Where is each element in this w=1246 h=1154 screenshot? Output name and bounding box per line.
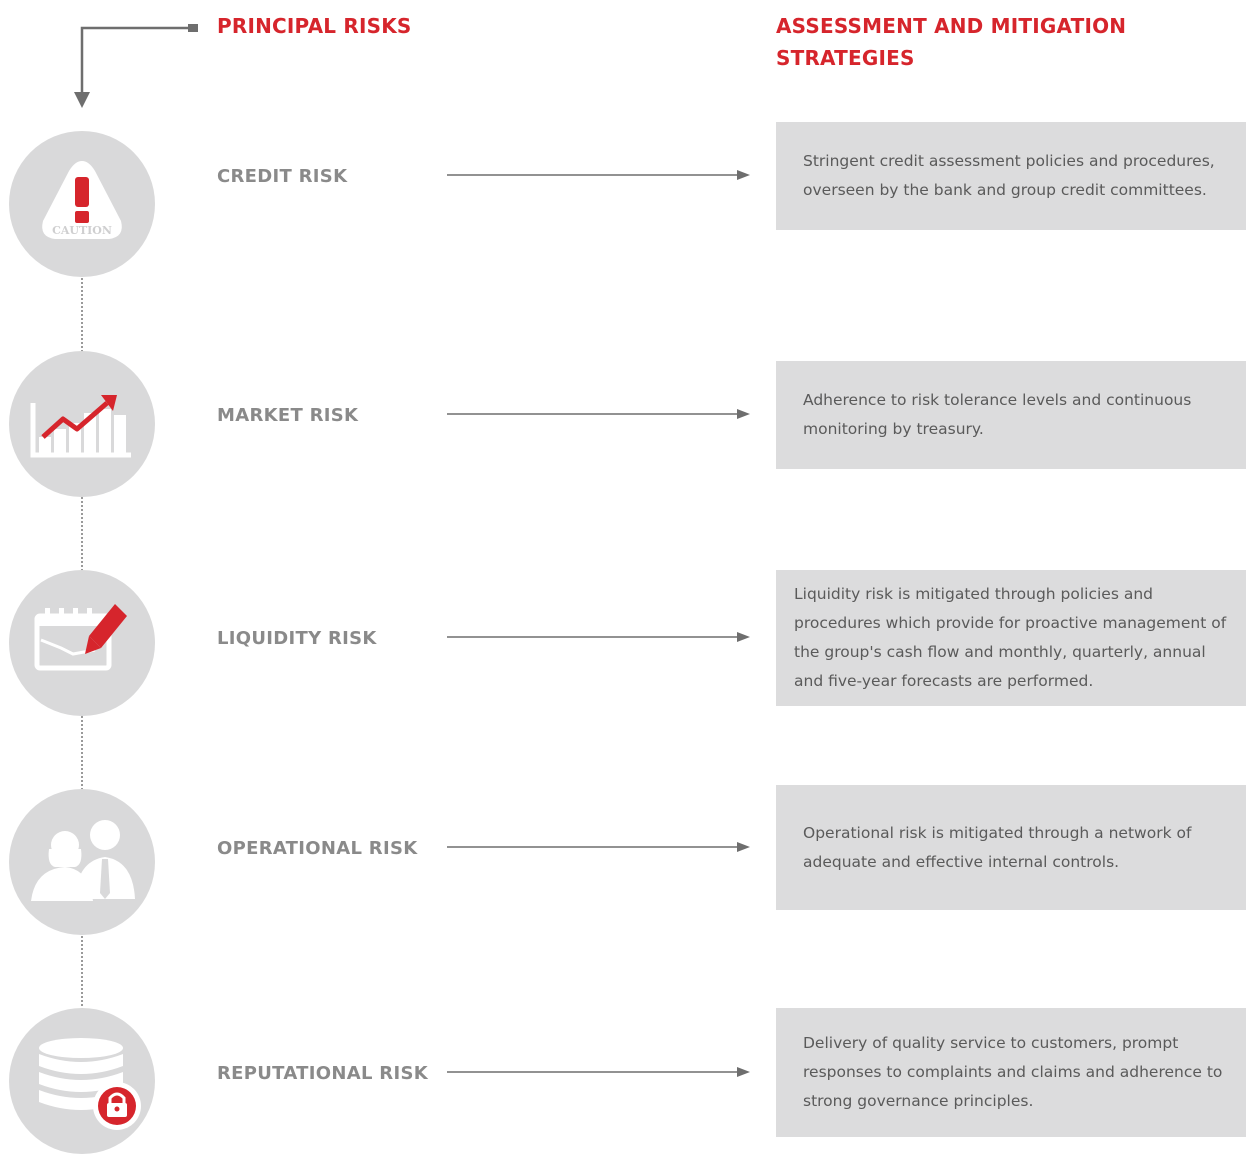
liquidity-risk-mitigation-text: Liquidity risk is mitigated through poli… <box>794 585 1227 690</box>
operational-risk-mitigation: Operational risk is mitigated through a … <box>776 785 1246 910</box>
credit-risk-mitigation: Stringent credit assessment policies and… <box>776 122 1246 230</box>
principal-risks-heading: PRINCIPAL RISKS <box>217 14 412 38</box>
arrow-right-icon <box>447 1067 750 1077</box>
dotted-connector <box>81 497 83 571</box>
database-lock-icon <box>39 1038 141 1130</box>
credit-risk-mitigation-text: Stringent credit assessment policies and… <box>803 152 1215 199</box>
arrow-right-icon <box>447 842 750 852</box>
rising-chart-icon <box>30 395 131 458</box>
reputational-risk-mitigation-text: Delivery of quality service to customers… <box>803 1034 1223 1110</box>
liquidity-risk-icon-circle <box>9 570 155 716</box>
arrow-right-icon <box>447 632 750 642</box>
market-risk-icon-circle <box>9 351 155 497</box>
reputational-risk-label: REPUTATIONAL RISK <box>217 1063 428 1084</box>
dotted-connector <box>81 716 83 790</box>
assessment-heading: ASSESSMENT AND MITIGATION STRATEGIES <box>776 14 1127 70</box>
dotted-connector <box>81 936 83 1010</box>
dotted-connector <box>81 278 83 352</box>
liquidity-risk-label: LIQUIDITY RISK <box>217 628 377 649</box>
connector-arrow <box>74 24 198 108</box>
market-risk-mitigation: Adherence to risk tolerance levels and c… <box>776 361 1246 469</box>
reputational-risk-mitigation: Delivery of quality service to customers… <box>776 1008 1246 1137</box>
reputational-risk-icon-circle <box>9 1008 155 1154</box>
caution-sign-icon: CAUTION <box>42 161 122 239</box>
operational-risk-label: OPERATIONAL RISK <box>217 838 418 859</box>
caution-icon-text: CAUTION <box>52 224 112 237</box>
arrow-right-icon <box>447 409 750 419</box>
credit-risk-label: CREDIT RISK <box>217 166 348 187</box>
market-risk-mitigation-text: Adherence to risk tolerance levels and c… <box>803 391 1192 438</box>
market-risk-label: MARKET RISK <box>217 405 359 426</box>
operational-risk-mitigation-text: Operational risk is mitigated through a … <box>803 823 1192 871</box>
operational-risk-icon-circle <box>9 789 155 935</box>
calendar-pen-icon <box>34 604 127 671</box>
arrow-right-icon <box>447 170 750 180</box>
liquidity-risk-mitigation: Liquidity risk is mitigated through poli… <box>776 570 1246 706</box>
people-icon <box>31 820 135 901</box>
credit-risk-icon-circle: CAUTION <box>9 131 155 277</box>
